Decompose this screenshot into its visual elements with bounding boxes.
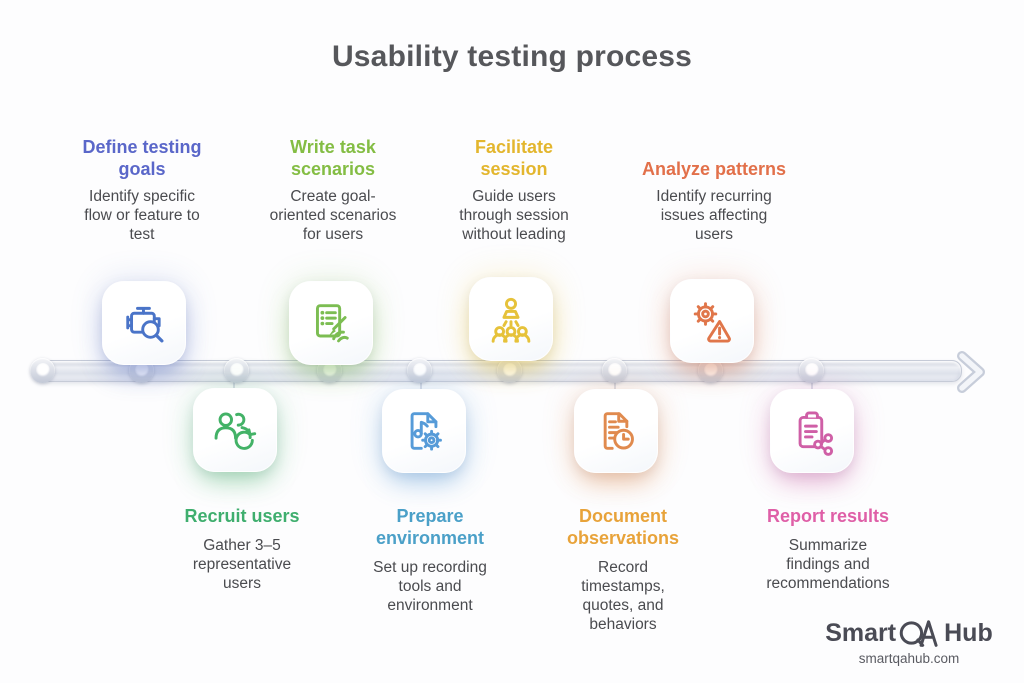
- step-icon-tile: [574, 389, 658, 473]
- step-analyze-patterns: Analyze patterns Identify recurring issu…: [614, 124, 814, 244]
- clipboard-share-icon: [798, 411, 834, 456]
- connector-line: [811, 376, 813, 394]
- step-icon-tile: [770, 389, 854, 473]
- task-writing-icon: [315, 304, 349, 343]
- facilitation-icon: [491, 297, 531, 343]
- step-icon-tile: [102, 281, 186, 365]
- step-icon-tile: [670, 279, 754, 363]
- document-clock-icon: [603, 412, 634, 450]
- step-icon-tile: [193, 388, 277, 472]
- timeline-node: [602, 357, 627, 383]
- connector-line: [614, 376, 616, 394]
- brand-word-smart: Smart: [825, 618, 897, 647]
- gear-warning-icon: [693, 302, 731, 343]
- step-recruit-users: Recruit users Gather 3–5 representative …: [142, 505, 342, 593]
- step-write-task-scenarios: Write task scenarios Create goal-oriente…: [233, 124, 433, 244]
- step-icon-tile: [469, 277, 553, 361]
- media-file-gear-icon: [410, 412, 442, 451]
- engine-inspect-icon: [126, 306, 164, 343]
- step-description: Record timestamps, quotes, and behaviors: [581, 559, 665, 633]
- brand-logo: Smart Hub: [814, 618, 1004, 648]
- step-description: Guide users through session without lead…: [459, 188, 569, 243]
- step-description: Summarize findings and recommendations: [766, 537, 890, 592]
- step-icon-tile: [382, 389, 466, 473]
- step-title: Recruit users: [184, 506, 300, 526]
- step-document-observations: Document observations Record timestamps,…: [523, 505, 723, 634]
- timeline-node: [407, 357, 432, 383]
- step-description: Identify recurring issues affecting user…: [656, 188, 772, 243]
- timeline-node: [698, 357, 723, 383]
- timeline-node: [30, 357, 55, 383]
- step-title: Prepare environment: [375, 506, 485, 548]
- step-description: Set up recording tools and environment: [373, 559, 487, 614]
- timeline-arrow-icon: [957, 351, 985, 393]
- step-icon-tile: [289, 281, 373, 365]
- step-title: Analyze patterns: [641, 159, 787, 179]
- step-description: Gather 3–5 representative users: [192, 537, 292, 592]
- step-title: Facilitate session: [474, 137, 554, 179]
- step-prepare-environment: Prepare environment Set up recording too…: [330, 505, 530, 615]
- brand-word-hub: Hub: [944, 618, 993, 647]
- connector-line: [420, 376, 422, 394]
- step-title: Define testing goals: [82, 137, 202, 179]
- brand-url: smartqahub.com: [858, 651, 960, 666]
- timeline-node: [497, 357, 522, 383]
- step-description: Identify specific flow or feature to tes…: [84, 188, 200, 243]
- step-description: Create goal-oriented scenarios for users: [269, 188, 397, 243]
- timeline-node: [799, 357, 824, 383]
- page-title: Usability testing process: [331, 40, 693, 73]
- qa-monogram-icon: [899, 620, 938, 647]
- step-title: Write task scenarios: [290, 137, 376, 179]
- step-facilitate-session: Facilitate session Guide users through s…: [414, 124, 614, 244]
- brand-footer: Smart Hub smartqahub.com: [814, 618, 1004, 667]
- users-refresh-icon: [214, 412, 257, 450]
- step-define-testing-goals: Define testing goals Identify specific f…: [42, 124, 242, 244]
- connector-line: [233, 376, 235, 394]
- step-title: Document observations: [566, 506, 680, 548]
- timeline-node: [224, 357, 249, 383]
- step-report-results: Report results Summarize findings and re…: [728, 505, 928, 593]
- step-title: Report results: [766, 506, 890, 526]
